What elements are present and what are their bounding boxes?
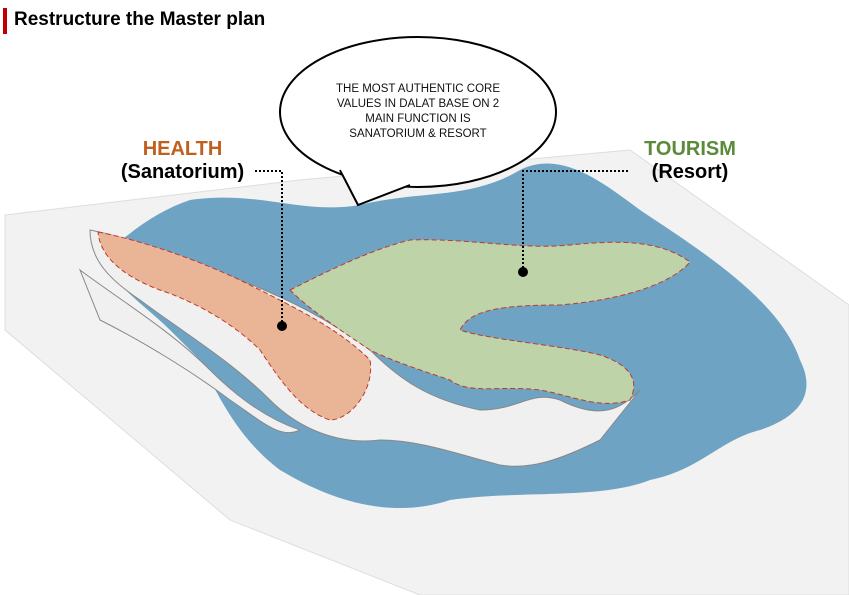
health-marker bbox=[277, 321, 287, 331]
health-label: HEALTH (Sanatorium) bbox=[110, 138, 255, 184]
health-zone bbox=[97, 231, 372, 421]
tourism-marker bbox=[518, 267, 528, 277]
land-bank bbox=[78, 268, 302, 434]
callout-line: SANATORIUM & RESORT bbox=[349, 128, 487, 140]
tourism-pointer bbox=[522, 170, 628, 272]
tourism-subtitle: (Resort) bbox=[651, 161, 729, 183]
slide-title: Restructure the Master plan bbox=[14, 9, 266, 30]
callout-tail-cover bbox=[338, 165, 412, 200]
title-accent-bar bbox=[3, 8, 7, 34]
callout-line: THE MOST AUTHENTIC CORE bbox=[336, 83, 500, 95]
callout-line: MAIN FUNCTION IS bbox=[365, 113, 471, 125]
health-title: HEALTH bbox=[142, 138, 223, 160]
tourism-title: TOURISM bbox=[644, 138, 736, 160]
tourism-zone bbox=[289, 239, 691, 404]
health-subtitle: (Sanatorium) bbox=[120, 161, 245, 183]
callout-text: THE MOST AUTHENTIC CORE VALUES IN DALAT … bbox=[318, 82, 518, 142]
tourism-label: TOURISM (Resort) bbox=[630, 138, 750, 184]
callout-bubble bbox=[279, 36, 557, 188]
callout-line: VALUES IN DALAT BASE ON 2 bbox=[336, 98, 500, 110]
health-pointer bbox=[255, 170, 283, 326]
